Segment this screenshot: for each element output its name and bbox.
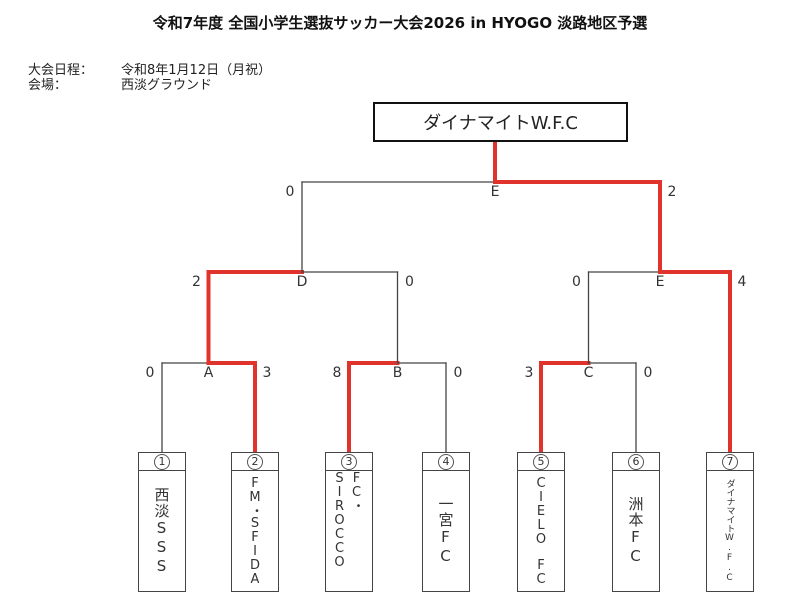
team-name: ダイナマイトW.F.C (724, 479, 735, 583)
match-label: E (655, 274, 665, 290)
team-name-cell: FM・SFIDA (232, 471, 278, 591)
score-left: 2 (192, 274, 201, 290)
team-name: FC・SIROCCO (332, 471, 364, 569)
team-name-cell: FC・SIROCCO (326, 471, 372, 591)
match-label: D (296, 274, 308, 290)
team-seed: 5 (518, 453, 564, 471)
date-value: 令和8年1月12日（月祝） (121, 63, 272, 78)
team-name: 一宮FC (436, 496, 455, 566)
team-name-cell: 西淡SSS (139, 471, 185, 591)
tournament-info: 大会日程： 令和8年1月12日（月祝） 会場： 西淡グラウンド (28, 63, 271, 93)
venue-value: 西淡グラウンド (121, 78, 213, 93)
champion-box: ダイナマイトW.F.C (373, 102, 628, 142)
seed-number: 7 (722, 453, 738, 470)
team-box: 6 洲本FC (612, 452, 660, 592)
seed-number: 2 (247, 453, 263, 470)
seed-number: 3 (341, 453, 357, 470)
team-seed: 2 (232, 453, 278, 471)
team-box: 1 西淡SSS (138, 452, 186, 592)
score-right: 0 (453, 365, 463, 381)
team-name: 洲本FC (626, 496, 645, 566)
team-seed: 7 (707, 453, 753, 471)
team-name: FM・SFIDA (247, 476, 263, 586)
team-seed: 1 (139, 453, 185, 471)
score-right: 2 (667, 184, 677, 200)
seed-number: 1 (154, 453, 170, 470)
team-seed: 3 (326, 453, 372, 471)
date-label: 大会日程： (28, 63, 94, 78)
score-right: 3 (262, 365, 272, 381)
match-label: B (392, 365, 403, 381)
score-right: 0 (643, 365, 653, 381)
score-left: 8 (332, 365, 342, 381)
score-left: 0 (285, 184, 295, 200)
info-row-date: 大会日程： 令和8年1月12日（月祝） (28, 63, 271, 78)
team-name-cell: 洲本FC (613, 471, 659, 591)
match-label: C (583, 365, 594, 381)
team-box: 4 一宮FC (422, 452, 470, 592)
score-left: 0 (572, 274, 581, 290)
champion-name: ダイナマイトW.F.C (423, 113, 578, 134)
venue-label: 会場： (28, 78, 68, 93)
score-right: 0 (405, 274, 414, 290)
team-name: CIELO FC (533, 476, 549, 586)
team-seed: 6 (613, 453, 659, 471)
seed-number: 4 (438, 453, 454, 470)
score-right: 4 (737, 274, 747, 290)
score-left: 3 (524, 365, 534, 381)
seed-number: 5 (533, 453, 549, 470)
match-label: A (203, 365, 214, 381)
team-name: 西淡SSS (152, 486, 171, 576)
team-name-cell: 一宮FC (423, 471, 469, 591)
score-left: 0 (145, 365, 155, 381)
team-box: 7 ダイナマイトW.F.C (706, 452, 754, 592)
team-seed: 4 (423, 453, 469, 471)
match-label: E (490, 184, 500, 200)
team-name-cell: CIELO FC (518, 471, 564, 591)
team-name-cell: ダイナマイトW.F.C (707, 471, 753, 591)
page-title: 令和7年度 全国小学生選抜サッカー大会2026 in HYOGO 淡路地区予選 (152, 14, 648, 32)
info-row-venue: 会場： 西淡グラウンド (28, 78, 271, 93)
seed-number: 6 (628, 453, 644, 470)
